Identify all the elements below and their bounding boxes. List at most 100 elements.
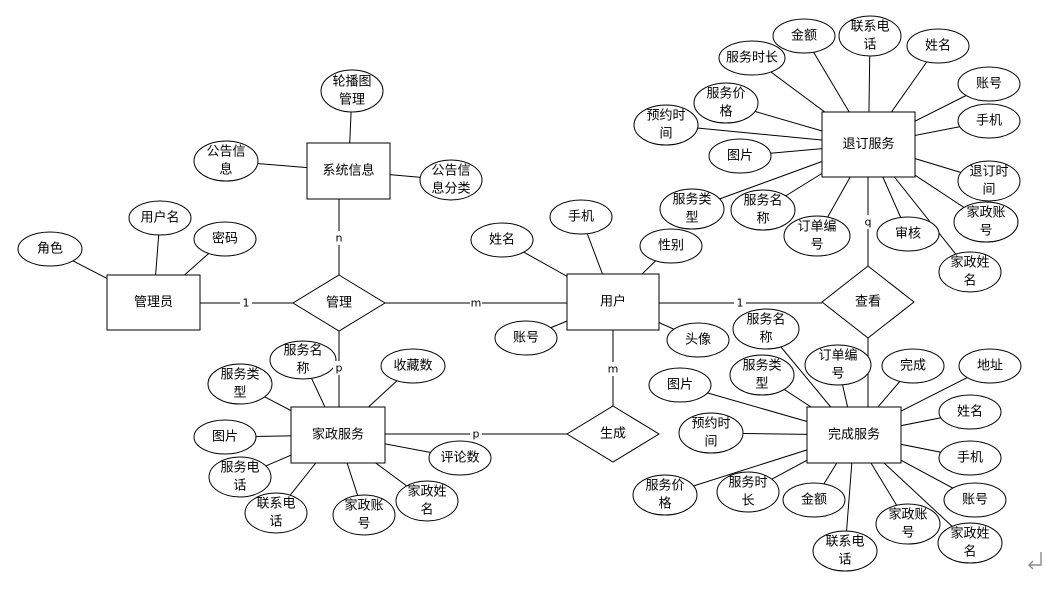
attribute-cancel-service-13: [783, 215, 851, 257]
attribute-complete-service-16: [937, 522, 1003, 564]
attribute-cancel-service-5-label: 账号: [976, 77, 1002, 92]
attribute-service-1-label-line2: 型: [233, 386, 246, 401]
attribute-system-info-3-label-line1: 公告信: [431, 164, 470, 179]
labels-layer: 管理员系统信息用户家政服务退订服务完成服务管理查看生成1nmp1qmp角色用户名…: [37, 20, 1042, 570]
attribute-user-5: [666, 322, 730, 358]
attribute-complete-service-1: [732, 308, 800, 350]
attribute-user-2-label: 手机: [568, 210, 594, 225]
attribute-admin-3: [193, 221, 257, 257]
attribute-cancel-service-6: [693, 82, 759, 124]
attribute-complete-service-2-label-line2: 号: [831, 367, 844, 382]
attribute-cancel-service-5: [957, 66, 1021, 102]
attribute-cancel-service-16-label-line2: 名: [963, 273, 976, 289]
attribute-service-9: [428, 440, 492, 476]
attribute-cancel-service-16-label-line1: 家政姓: [950, 255, 989, 271]
attribute-service-5-label-line2: 话: [233, 479, 246, 494]
attribute-cancel-service-10: [957, 160, 1021, 202]
attribute-service-2: [269, 340, 337, 380]
attribute-cancel-service-1: [772, 18, 836, 54]
attribute-cancel-service-15-label-line1: 家政账: [966, 205, 1005, 221]
attribute-cancel-service-4: [718, 40, 786, 76]
cardinality-user-view: 1: [737, 297, 744, 310]
attribute-complete-service-4: [958, 348, 1022, 384]
attribute-complete-service-5: [648, 367, 712, 403]
attribute-system-info-2-label-line1: 公告信: [206, 145, 245, 160]
attribute-complete-service-11: [716, 471, 780, 513]
cardinality-mask: [240, 296, 252, 310]
shapes-layer: [17, 15, 1022, 572]
attribute-cancel-service-15-label-line2: 号: [979, 224, 992, 239]
entity-admin: [106, 274, 201, 331]
attribute-complete-service-8-label-line1: 预约时: [691, 417, 730, 432]
attribute-complete-service-15-label-line2: 话: [838, 553, 851, 568]
attribute-cancel-service-14: [876, 216, 940, 252]
attribute-service-7-label-line1: 家政账: [344, 498, 383, 514]
attribute-service-8-label-line1: 家政姓: [407, 484, 446, 500]
attribute-service-9-label: 评论数: [440, 451, 479, 466]
attribute-cancel-service-2-label-line1: 联系电: [850, 20, 889, 35]
attribute-system-info-3-label-line2: 息分类: [431, 181, 470, 197]
attribute-service-3: [380, 348, 446, 384]
attribute-service-6-label-line1: 联系电: [256, 497, 295, 512]
relationship-manage: [292, 274, 386, 332]
cardinality-mask: [470, 296, 482, 310]
attribute-complete-service-5-label: 图片: [667, 378, 693, 393]
attribute-system-info-3: [419, 159, 483, 201]
attribute-complete-service-12: [782, 482, 846, 518]
attribute-service-1-label-line1: 服务类: [220, 367, 259, 383]
attribute-complete-service-14-label-line1: 家政账: [888, 507, 927, 523]
attribute-user-1: [470, 222, 534, 258]
entity-cancel-service-label: 退订服务: [842, 136, 894, 152]
attribute-cancel-service-13-label-line1: 订单编: [797, 220, 836, 235]
relationship-generate: [566, 405, 660, 463]
attribute-service-1: [207, 363, 273, 405]
attribute-system-info-1-label-line1: 轮播图: [332, 75, 371, 90]
attribute-cancel-service-15: [953, 201, 1019, 243]
entity-cancel-service: [821, 111, 916, 178]
attribute-cancel-service-11-label-line2: 型: [685, 211, 698, 226]
attribute-complete-service-7-label: 姓名: [957, 404, 983, 420]
cardinality-mask: [333, 231, 345, 245]
entity-system-info: [306, 142, 391, 200]
attribute-complete-service-6: [729, 354, 795, 396]
cardinality-mask: [734, 296, 746, 310]
attribute-service-4: [193, 419, 257, 455]
attribute-user-4: [494, 320, 558, 356]
attribute-complete-service-8-label-line2: 间: [704, 435, 717, 450]
attribute-cancel-service-7-label: 手机: [976, 114, 1002, 129]
attribute-complete-service-11-label-line2: 长: [741, 494, 754, 509]
attribute-service-4-label: 图片: [212, 430, 238, 445]
attribute-complete-service-10-label-line2: 格: [658, 496, 671, 512]
entity-user-label: 用户: [600, 294, 626, 310]
attribute-service-7-label-line2: 号: [357, 517, 370, 532]
attribute-system-info-2: [193, 140, 259, 182]
entity-service-label: 家政服务: [312, 427, 364, 443]
cardinality-admin-manage: 1: [243, 297, 250, 310]
attribute-user-1-label: 姓名: [489, 232, 515, 248]
attribute-complete-service-8: [678, 412, 744, 454]
attribute-complete-service-1-label-line2: 称: [759, 331, 772, 346]
attribute-cancel-service-8-label-line1: 预约时: [646, 109, 685, 124]
attribute-system-info-1: [320, 69, 384, 113]
attribute-admin-3-label: 密码: [212, 231, 238, 247]
attribute-cancel-service-3: [906, 28, 970, 64]
cardinality-mask: [470, 427, 482, 441]
attribute-complete-service-1-label-line1: 服务名: [746, 312, 785, 328]
entity-system-info-label: 系统信息: [322, 163, 374, 179]
attribute-cancel-service-2-label-line2: 话: [863, 38, 876, 53]
attribute-user-2: [549, 199, 613, 235]
attribute-complete-service-10: [632, 474, 698, 516]
attribute-service-8: [395, 480, 459, 522]
cardinality-mask: [862, 215, 874, 229]
cardinality-mask: [607, 362, 619, 376]
attribute-cancel-service-4-label: 服务时长: [726, 50, 778, 66]
attribute-cancel-service-13-label-line2: 号: [810, 238, 823, 253]
attribute-cancel-service-14-label: 审核: [895, 227, 921, 242]
attribute-complete-service-4-label: 地址: [977, 359, 1003, 374]
attribute-cancel-service-1-label: 金额: [791, 28, 817, 44]
attribute-service-7: [332, 494, 396, 536]
entity-complete-service: [806, 406, 902, 464]
attribute-service-2-label-line1: 服务名: [283, 343, 322, 359]
attribute-complete-service-9-label: 手机: [957, 451, 983, 466]
attribute-admin-2: [128, 200, 192, 236]
